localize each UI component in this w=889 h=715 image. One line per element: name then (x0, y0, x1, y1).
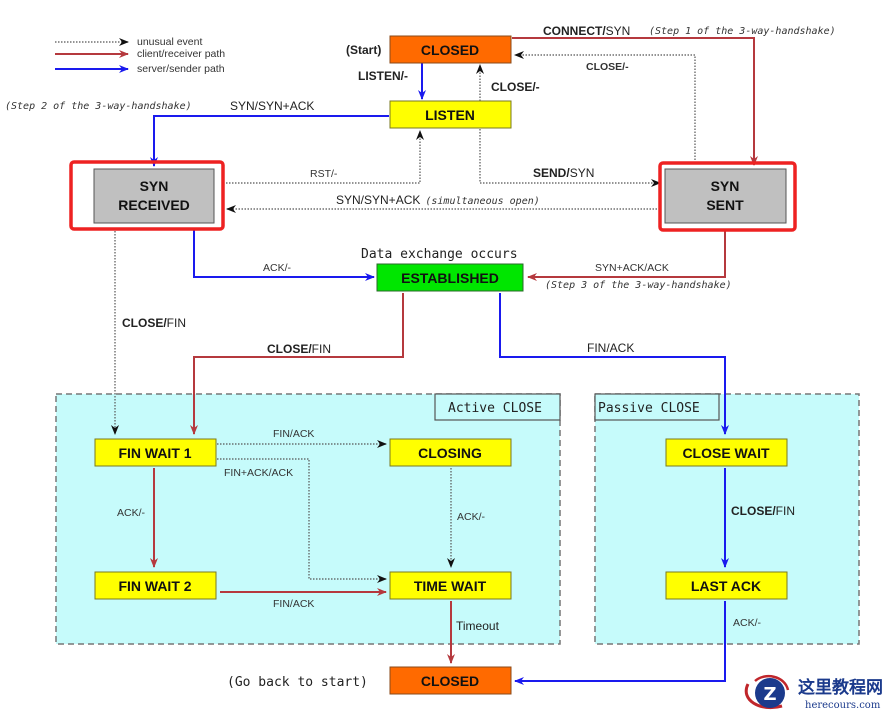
state-time-wait: TIME WAIT (389, 571, 512, 600)
label-est-fin-ack: FIN/ACK (587, 341, 634, 355)
label-synrcvd-close-fin: CLOSE/FIN (122, 316, 186, 330)
label-fw1-fin-ack: FIN/ACK (273, 428, 314, 440)
state-closed-bottom: CLOSED (389, 666, 512, 695)
transition-synsent-close (514, 51, 696, 163)
active-close-region (55, 393, 561, 645)
passive-close-tag (594, 393, 720, 421)
label-listen: LISTEN/- (358, 69, 408, 83)
go-back-annotation: (Go back to start) (227, 675, 368, 690)
state-established-label: ESTABLISHED (401, 270, 499, 286)
watermark-cn: 这里教程网 (798, 677, 883, 698)
state-listen: LISTEN (389, 100, 512, 129)
state-last-ack: LAST ACK (665, 571, 788, 600)
passive-close-region (594, 393, 860, 645)
label-fw2-fin-ack: FIN/ACK (273, 598, 314, 610)
state-fin-wait-2-label: FIN WAIT 2 (118, 578, 191, 594)
state-closed-top-label: CLOSED (421, 42, 479, 58)
state-syn-sent-line2: SENT (706, 197, 744, 213)
data-exchange-annotation: Data exchange occurs (361, 247, 518, 262)
watermark-en: herecours.com (805, 700, 881, 711)
label-fw1-ack: ACK/- (117, 507, 146, 519)
state-syn-received-line2: RECEIVED (118, 197, 190, 213)
active-close-tag (434, 393, 561, 421)
watermark-logo-icon: Z (744, 674, 790, 709)
state-fin-wait-1: FIN WAIT 1 (94, 438, 217, 467)
label-step1: (Step 1 of the 3-way-handshake) (649, 26, 836, 37)
legend: unusual event client/receiver path serve… (55, 36, 225, 75)
state-syn-sent: SYN SENT (658, 161, 797, 232)
label-connect-syn: CONNECT/SYN (543, 24, 630, 38)
state-syn-received-line1: SYN (140, 178, 169, 194)
state-closed-top: CLOSED (389, 35, 512, 64)
state-fin-wait-1-label: FIN WAIT 1 (118, 445, 191, 461)
label-step3: (Step 3 of the 3-way-handshake) (545, 280, 732, 291)
label-syn-synack: SYN/SYN+ACK (230, 99, 314, 113)
active-close-label: Active CLOSE (448, 401, 542, 416)
state-time-wait-label: TIME WAIT (414, 578, 487, 594)
transition-syn-synack (150, 115, 389, 167)
state-fin-wait-2: FIN WAIT 2 (94, 571, 217, 600)
label-lastack-ack: ACK/- (733, 617, 762, 629)
watermark: Z 这里教程网 herecours.com (744, 674, 883, 711)
transition-connect-syn (512, 37, 758, 166)
state-closing-label: CLOSING (418, 445, 482, 461)
transition-rst (226, 130, 424, 184)
state-last-ack-label: LAST ACK (691, 578, 761, 594)
label-est-close-fin: CLOSE/FIN (267, 342, 331, 356)
state-closing: CLOSING (389, 438, 512, 467)
passive-close-label: Passive CLOSE (598, 401, 700, 416)
label-synsent-close: CLOSE/- (586, 61, 629, 73)
legend-client-label: client/receiver path (137, 48, 225, 60)
state-syn-sent-line1: SYN (711, 178, 740, 194)
state-close-wait-label: CLOSE WAIT (682, 445, 770, 461)
state-established: ESTABLISHED (376, 263, 524, 292)
transition-ack-established (193, 228, 375, 281)
label-synack-ack: SYN+ACK/ACK (595, 262, 669, 274)
transition-est-close-fin (190, 293, 404, 435)
transition-fw1-finack-ack (217, 458, 387, 583)
transition-lastack-ack (514, 601, 726, 685)
label-timeout: Timeout (456, 619, 500, 633)
state-closed-bottom-label: CLOSED (421, 673, 479, 689)
label-rst: RST/- (310, 168, 338, 180)
label-closing-ack: ACK/- (457, 511, 486, 523)
label-send-syn: SEND/SYN (533, 166, 594, 180)
transition-est-fin-ack (499, 293, 729, 435)
state-listen-label: LISTEN (425, 107, 475, 123)
start-annotation: (Start) (346, 43, 381, 57)
svg-text:Z: Z (763, 684, 776, 705)
state-close-wait: CLOSE WAIT (665, 438, 788, 467)
label-step2: (Step 2 of the 3-way-handshake) (5, 101, 192, 112)
state-syn-received: SYN RECEIVED (69, 160, 225, 231)
label-cw-close-fin: CLOSE/FIN (731, 504, 795, 518)
label-simultaneous-open: SYN/SYN+ACK(simultaneous open) (336, 193, 540, 207)
label-listen-close: CLOSE/- (491, 80, 540, 94)
legend-unusual-label: unusual event (137, 36, 202, 48)
label-fw1-finack-ack: FIN+ACK/ACK (224, 467, 293, 479)
transition-synack-ack (527, 229, 726, 281)
label-ack-established: ACK/- (263, 262, 292, 274)
legend-server-label: server/sender path (137, 63, 225, 75)
transition-send-syn (479, 129, 661, 187)
